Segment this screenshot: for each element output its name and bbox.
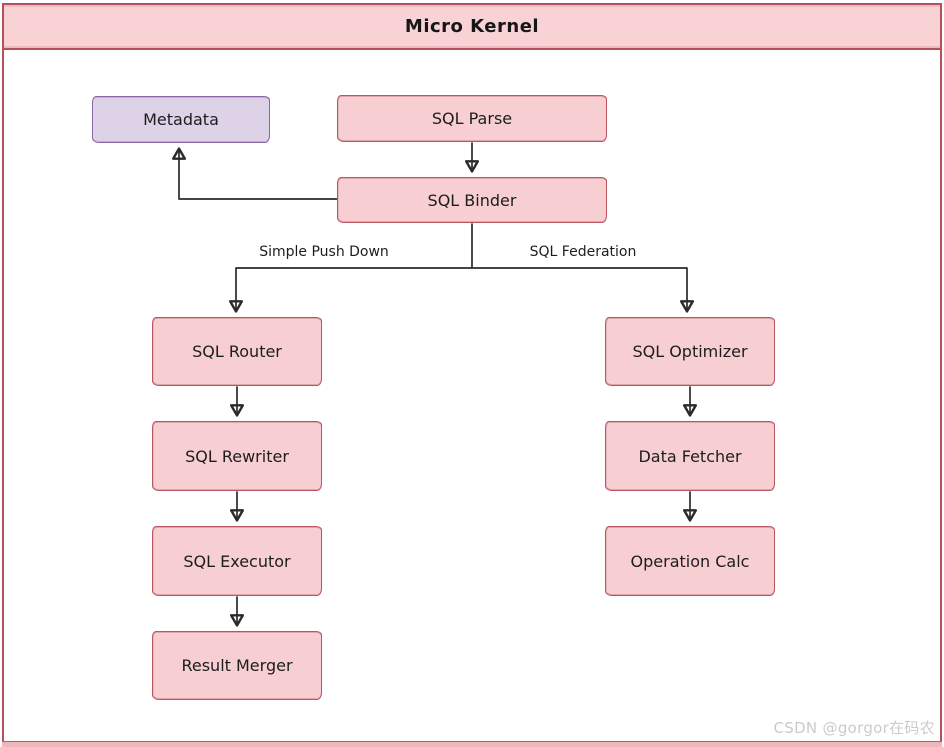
watermark: CSDN @gorgor在码农 [773,719,935,737]
frame-bottom-strip [2,741,942,747]
node-sql-parse: SQL Parse [337,95,607,142]
node-sql-executor: SQL Executor [152,526,322,596]
node-label: SQL Router [192,342,282,361]
node-sql-router: SQL Router [152,317,322,386]
node-label: Metadata [143,110,219,129]
node-label: Operation Calc [630,551,750,571]
node-result-merger: Result Merger [152,631,322,700]
diagram-title-bar: Micro Kernel [2,3,942,50]
node-data-fetcher: Data Fetcher [605,421,775,491]
node-operation-calc: Operation Calc [605,526,775,596]
node-sql-binder: SQL Binder [337,177,607,223]
node-metadata: Metadata [92,96,270,143]
node-sql-rewriter: SQL Rewriter [152,421,322,491]
edge-label-sql-federation: SQL Federation [529,244,637,260]
node-label: SQL Rewriter [185,446,289,466]
node-label: SQL Executor [183,551,291,571]
node-label: SQL Parse [431,109,513,128]
node-label: Result Merger [181,656,293,675]
node-label: SQL Optimizer [632,342,748,361]
node-label: SQL Binder [427,190,517,210]
node-label: Data Fetcher [638,446,742,466]
edge-label-simple-push-down: Simple Push Down [259,244,389,260]
node-sql-optimizer: SQL Optimizer [605,317,775,386]
diagram-title: Micro Kernel [404,16,540,37]
